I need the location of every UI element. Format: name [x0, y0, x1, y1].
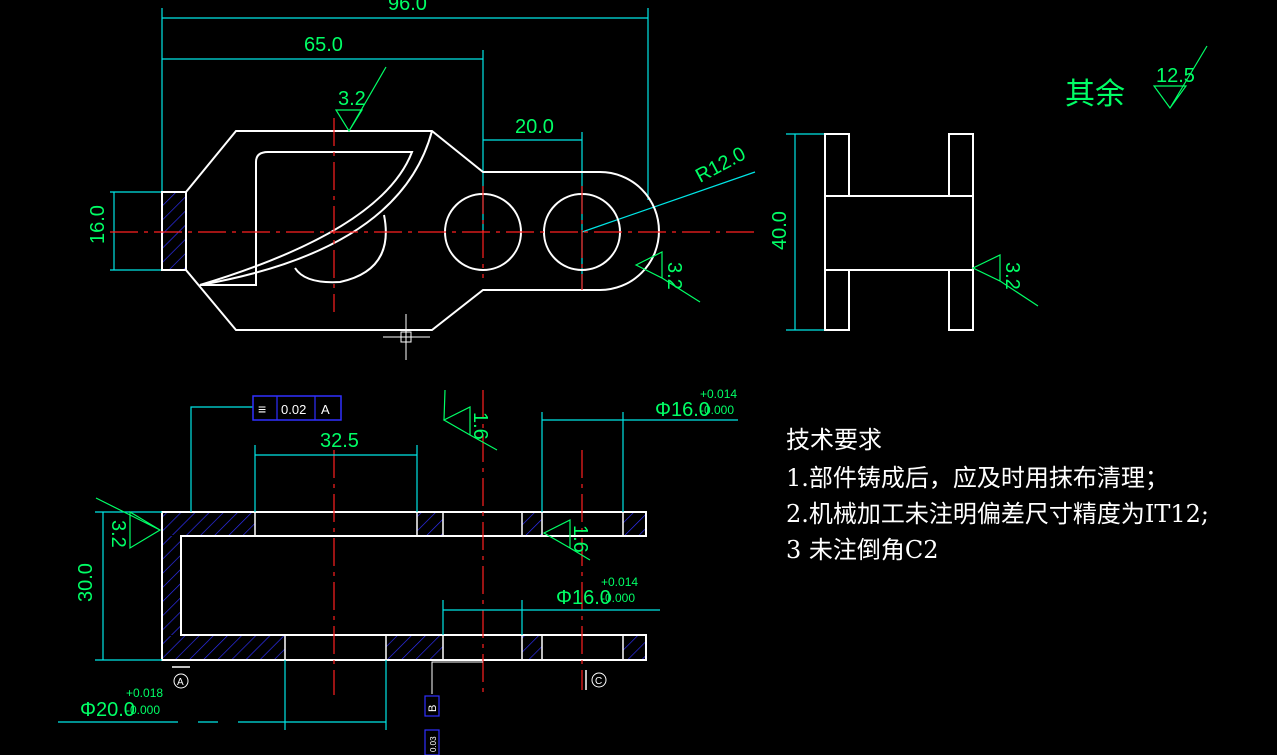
roughness-symbol-other — [1152, 45, 1208, 110]
tech-requirements: 技术要求 1.部件铸成后，应及时用抹布清理； 2.机械加工未注明偏差尺寸精度为I… — [786, 426, 1209, 564]
other-value: 12.5 — [1156, 65, 1195, 87]
leader-radius — [581, 171, 756, 233]
dim-phi20-lower: -0.000 — [126, 703, 160, 717]
roughness-symbol-section-top — [442, 389, 498, 451]
roughness-symbol-section-left — [95, 497, 162, 550]
section-view: ≡ 0.02 A 3.2 1.6 1.6 30.0 32.5 Φ16.0 +0.… — [58, 387, 738, 755]
roughness-symbol-section-inner — [542, 519, 591, 561]
datum-a: A — [172, 666, 190, 689]
dim-325: 32.5 — [320, 430, 359, 452]
dim-96: 96.0 — [388, 0, 427, 15]
tech-item-1: 1.部件铸成后，应及时用抹布清理； — [786, 464, 1169, 492]
roughness-section-left-value: 3.2 — [107, 520, 129, 548]
other-label: 其余 — [1065, 77, 1125, 112]
tolerance-leader — [190, 406, 253, 512]
roughness-section-top-value: 1.6 — [469, 412, 491, 440]
svg-text:A: A — [177, 677, 184, 688]
dim-phi16-b-lower: -0.000 — [601, 591, 635, 605]
hatch-left — [162, 192, 186, 270]
dim-phi16-b-upper: +0.014 — [601, 575, 638, 589]
inner-pocket — [199, 151, 414, 286]
roughness-right-value: 3.2 — [663, 262, 685, 290]
other-roughness: 其余 12.5 — [1065, 45, 1208, 112]
inner-arc — [294, 214, 387, 284]
roughness-symbol-side — [971, 254, 1039, 307]
roughness-symbol-top — [334, 66, 387, 133]
arc-edge — [199, 130, 433, 286]
roughness-section-inner-value: 1.6 — [569, 525, 591, 553]
dim-phi16-a: Φ16.0 — [655, 399, 710, 421]
side-outline — [824, 133, 974, 331]
tech-title: 技术要求 — [786, 426, 882, 454]
dim-65: 65.0 — [304, 34, 343, 56]
dim-phi16-a-lower: -0.000 — [700, 403, 734, 417]
svg-text:C: C — [595, 676, 602, 687]
svg-text:B: B — [427, 705, 439, 712]
dim-phi16-a-upper: +0.014 — [700, 387, 737, 401]
top-outline — [185, 130, 660, 331]
dim-radius: R12.0 — [692, 143, 749, 187]
dim-phi16-b: Φ16.0 — [556, 587, 611, 609]
section-outline — [161, 511, 647, 661]
datum-b: B 0.03 — [424, 661, 483, 755]
dim-phi20: Φ20.0 — [80, 699, 135, 721]
dim-40: 40.0 — [769, 211, 791, 250]
tech-item-2: 2.机械加工未注明偏差尺寸精度为IT12; — [786, 500, 1209, 528]
tolerance-symbol: ≡ — [258, 401, 266, 417]
dim-phi20-upper: +0.018 — [126, 686, 163, 700]
dim-16: 16.0 — [87, 205, 109, 244]
tolerance-frame — [252, 395, 342, 421]
tech-item-3: 3 未注倒角C2 — [786, 536, 939, 564]
dim-20: 20.0 — [515, 116, 554, 138]
roughness-side-value: 3.2 — [1001, 262, 1023, 290]
top-view: 3.2 3.2 96.0 65.0 20.0 R12.0 16.0 — [87, 0, 758, 360]
svg-text:0.03: 0.03 — [429, 736, 438, 752]
tolerance-datum: A — [321, 402, 330, 417]
datum-c: C — [585, 670, 607, 690]
tolerance-value: 0.02 — [281, 402, 306, 417]
roughness-top-value: 3.2 — [338, 88, 366, 110]
side-view: 40.0 3.2 — [769, 133, 1039, 331]
roughness-symbol-right — [634, 251, 701, 303]
dim-30: 30.0 — [75, 563, 97, 602]
